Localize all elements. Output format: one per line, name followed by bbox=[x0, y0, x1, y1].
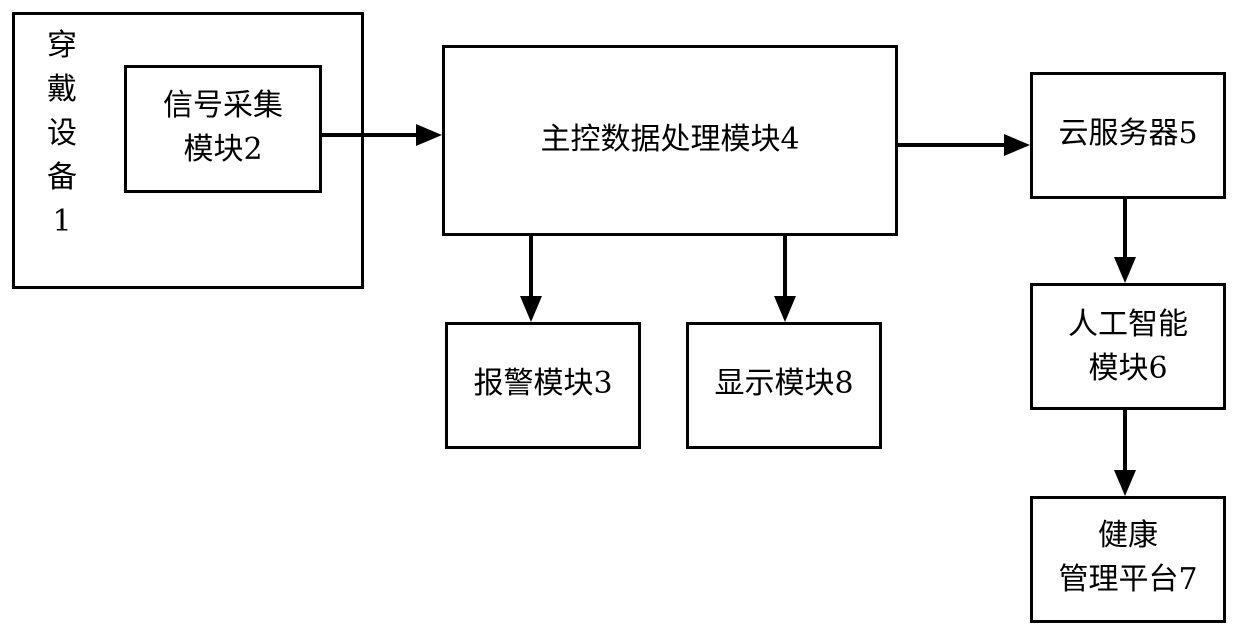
arrowhead-main-to-display bbox=[774, 296, 796, 322]
arrowhead-ai-to-health bbox=[1114, 470, 1136, 496]
arrowhead-cloud-to-ai bbox=[1114, 257, 1136, 283]
arrowhead-main-to-alarm bbox=[520, 296, 542, 322]
arrowhead-main-to-cloud bbox=[1004, 134, 1030, 156]
arrowhead-signal-to-main bbox=[416, 124, 442, 146]
